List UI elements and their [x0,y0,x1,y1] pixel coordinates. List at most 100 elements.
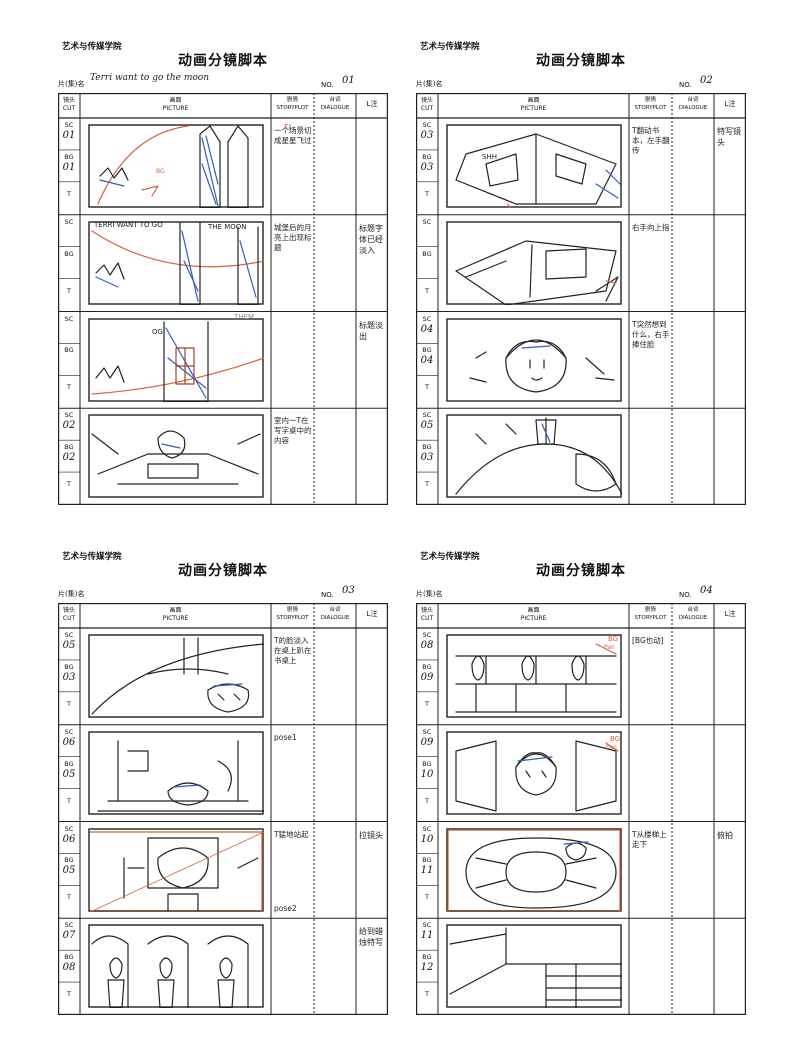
header-plot-cn: 剧情 [286,97,298,103]
row-l-note: 给到蜡烛特写 [359,927,383,948]
pan-label-2: Pan [606,744,617,751]
row-label-sc: SC [422,921,432,930]
picture-panel [446,634,622,718]
row-bg-value: 12 [420,962,434,974]
row-label-sc: SC [422,824,432,833]
grid-lines [58,603,388,1015]
row-label-bg: BG [422,249,432,258]
row-label-sc: SC [422,727,432,736]
header-dia-en: DIALOGUE [320,614,350,621]
header-cut-en: CUT [420,614,434,622]
no-label: NO. [679,81,692,89]
panel-sketch [88,317,265,403]
page-number: 01 [342,75,355,86]
row-sc-value: 04 [420,323,434,335]
panel-sketch [88,827,265,913]
film-label: 片(集)名 [58,590,85,598]
picture-panel [88,124,264,209]
panel-sketch [446,924,623,1009]
grid-lines [416,603,746,1015]
bg-pan-label-2: BG [610,735,621,743]
row-label-bg: BG [64,346,74,355]
panel-sketch [446,827,622,913]
school-name: 艺术与传媒学院 [420,552,480,562]
row-label-t: T [67,796,71,805]
panel-sketch [88,731,265,815]
row-bg-value: 01 [62,161,76,173]
row-sc-value: 09 [420,736,434,748]
panel-sketch [88,414,264,498]
pan-label: Pan [604,644,615,651]
panel-sketch [88,634,265,718]
panel-sketch [88,221,265,306]
sheet-title: 动画分镜脚本 [178,53,268,69]
bg-pan-label: BG [608,635,619,643]
row-storyplot-note: 右手向上指 [632,222,670,232]
header-cut-en: CUT [62,614,76,622]
row-sc-value: 01 [62,130,76,141]
row-label-sc: SC [64,824,74,833]
grid-lines [416,93,746,505]
header-picture-en: PICTURE [520,614,547,622]
row-label-sc: SC [64,727,74,736]
row-storyplot-note: pose1 [274,732,297,742]
row-label-t: T [67,699,71,708]
header-dia-cn: 台词 [329,607,341,613]
header-picture-en: PICTURE [162,104,189,112]
row-l-note: 俯拍 [717,830,733,840]
panel-sketch [446,731,622,815]
row-bg-value: 05 [62,865,76,877]
row-label-sc: SC [64,314,74,323]
header-plot-cn: 剧情 [286,607,298,613]
row-storyplot-note: 城堡后的月亮上出现标题 [274,222,312,252]
no-label: NO. [321,81,334,89]
header-picture-en: PICTURE [520,104,547,112]
row-sc-value: 10 [420,833,434,845]
row-bg-value: 08 [62,962,76,974]
row-sc-value: 05 [420,420,434,432]
film-label: 片(集)名 [416,80,443,88]
panel-sketch [446,221,622,306]
row-storyplot-note: 室内一T在写字桌中的内容 [274,416,312,446]
castle-title-text: TERRI WANT TO GO [94,221,163,229]
picture-panel [446,924,623,1009]
panel-sketch [88,924,264,1009]
header-dia-cn: 台词 [329,97,341,103]
page-number: 04 [700,585,713,596]
row-storyplot-note: T猛地站起 [274,829,309,839]
header-dia-cn: 台词 [687,97,699,103]
row-bg-value: 04 [420,355,434,367]
picture-panel [88,827,265,913]
row-storyplot-note: T的脸淡入在桌上趴在书桌上 [274,636,312,665]
page-number: 02 [700,75,713,86]
header-l-note: L注 [366,610,378,618]
row-label-sc: SC [422,217,432,226]
header-picture-cn: 画面 [169,607,182,614]
film-name: Terri want to go the moon [90,73,210,83]
row-sc-value: 06 [62,736,76,748]
header-cut-cn: 镜头 [420,97,433,104]
grid-lines [58,93,388,505]
row-label-t: T [425,383,429,392]
row-label-bg: BG [422,856,432,865]
row-l-note: 标题淡出 [359,320,383,341]
header-dia-en: DIALOGUE [320,104,350,111]
sheet-title: 动画分镜脚本 [536,563,626,579]
header-cut-cn: 镜头 [62,607,75,614]
header-dia-cn: 台词 [687,607,699,613]
school-name: 艺术与传媒学院 [62,552,122,562]
picture-panel [88,414,264,498]
sheet-title: 动画分镜脚本 [536,53,626,69]
